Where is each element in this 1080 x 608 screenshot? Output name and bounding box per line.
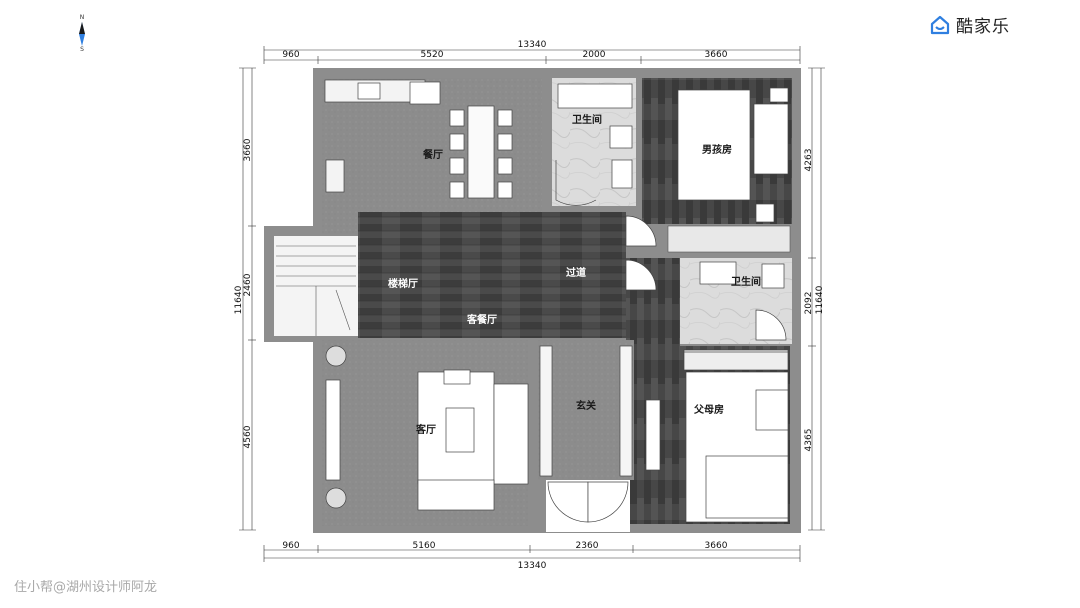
dim-right-1: 2092	[804, 292, 814, 315]
dim-bottom-2: 2360	[576, 541, 599, 551]
dim-bottom-0: 960	[282, 541, 299, 551]
dim-top-3: 3660	[705, 50, 728, 60]
dim-top-0: 960	[282, 50, 299, 60]
house-logo-icon	[930, 15, 950, 34]
compass-needle-icon	[79, 22, 85, 46]
boy-room-furniture	[677, 87, 789, 223]
dim-bottom-3: 3660	[705, 541, 728, 551]
dim-left-2: 4560	[243, 425, 253, 448]
dim-left-1: 2460	[243, 273, 253, 296]
watermark: 住小帮@湖州设计师阿龙	[14, 580, 158, 595]
room-label-stair-hall: 楼梯厅	[388, 277, 418, 290]
dim-bottom-1: 5160	[413, 541, 436, 551]
living-furniture	[325, 345, 529, 511]
dimension-lines	[239, 46, 825, 562]
dim-right-total: 11640	[815, 285, 825, 314]
dim-left-0: 3660	[243, 138, 253, 161]
parents-room-furniture	[645, 351, 789, 523]
dim-top-total: 13340	[518, 40, 547, 50]
brand-logo: 酷家乐	[930, 12, 1010, 37]
room-label-corridor: 过道	[566, 266, 586, 279]
entrance-cabinets	[539, 345, 633, 477]
dim-right-0: 4263	[804, 149, 814, 172]
room-label-bath-top: 卫生间	[572, 113, 602, 126]
bath-top-fixtures	[555, 83, 633, 206]
room-label-bath-mid: 卫生间	[731, 275, 761, 288]
room-label-boy-room: 男孩房	[702, 143, 732, 156]
compass: N S	[77, 14, 87, 54]
brand-name: 酷家乐	[956, 17, 1010, 37]
room-label-entrance: 玄关	[576, 399, 596, 412]
room-label-living: 客厅	[415, 423, 436, 436]
dim-bottom-total: 13340	[518, 561, 547, 571]
room-label-dining: 餐厅	[422, 148, 443, 161]
staircase	[276, 245, 356, 336]
dim-top-2: 2000	[583, 50, 606, 60]
dim-right-2: 4365	[804, 429, 814, 452]
room-label-living-dining: 客餐厅	[466, 313, 497, 326]
doors	[547, 215, 657, 523]
dim-left-total: 11640	[234, 285, 244, 314]
room-label-parents-room: 父母房	[693, 403, 724, 416]
dim-top-1: 5520	[421, 50, 444, 60]
compass-south: S	[80, 46, 84, 53]
dining-furniture	[324, 79, 513, 199]
compass-north: N	[79, 14, 85, 21]
